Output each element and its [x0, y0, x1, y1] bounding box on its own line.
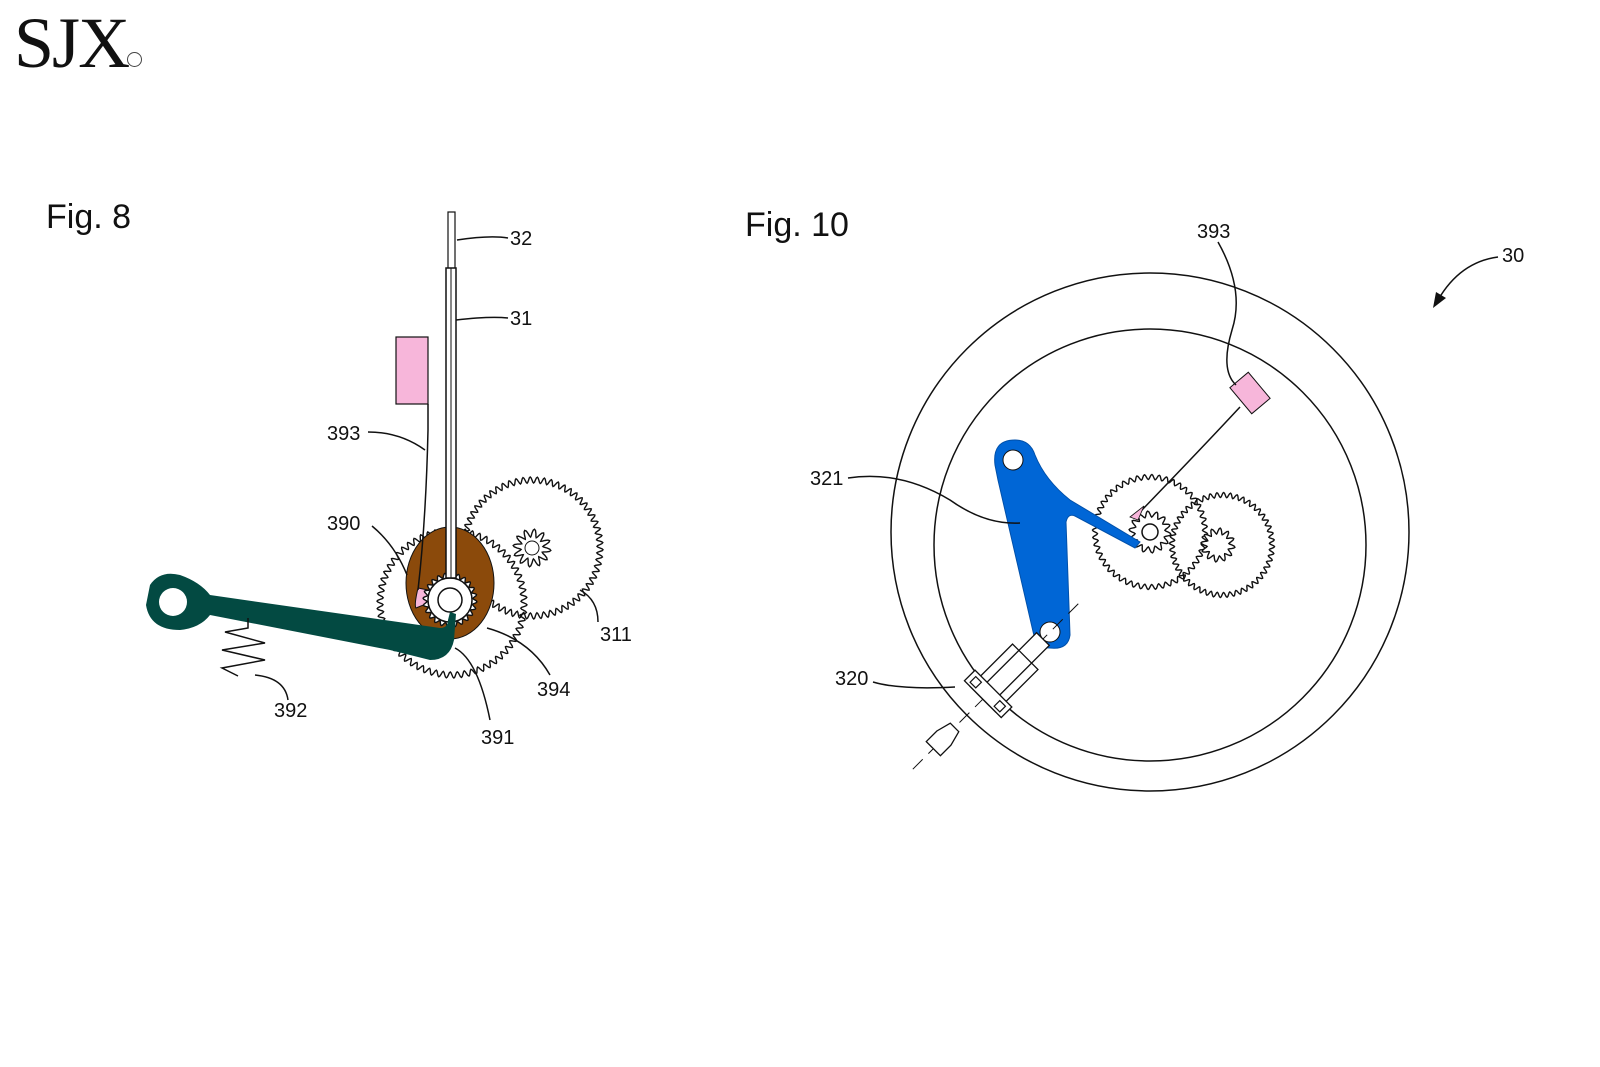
stem-square — [993, 699, 1007, 713]
crown — [925, 722, 960, 757]
sjx-logo: SJX — [14, 2, 130, 85]
crown-stem-320 — [911, 603, 1079, 771]
figure-8: Fig. 8 32 31 393 390 311 394 392 391 — [46, 198, 632, 749]
arrow-head-icon — [1433, 292, 1446, 308]
label-391: 391 — [481, 727, 514, 749]
hand-32 — [447, 211, 456, 273]
label-392: 392 — [274, 700, 307, 722]
leader-393 — [1217, 241, 1237, 386]
leader-391 — [454, 647, 491, 721]
leader-30 — [1437, 256, 1499, 301]
leader-31 — [455, 316, 509, 321]
leader-394 — [486, 627, 551, 676]
leader-32 — [456, 236, 509, 241]
arbor-hole — [524, 540, 540, 556]
leader-321 — [847, 475, 1021, 524]
pink-block-393 — [1229, 371, 1271, 415]
case-outer-circle — [890, 272, 1410, 792]
pink-finger — [1129, 505, 1145, 521]
lever-321 — [994, 439, 1141, 649]
arbor-hole — [437, 587, 463, 613]
fig8-gears — [376, 476, 604, 679]
lever-pivot-hole — [1002, 449, 1024, 471]
gear-right — [1168, 491, 1276, 599]
label-390: 390 — [327, 513, 360, 535]
label-320: 320 — [835, 668, 868, 690]
label-394: 394 — [537, 679, 570, 701]
lever-391 — [146, 573, 456, 660]
lever-pivot-hole — [159, 588, 187, 616]
leader-393 — [367, 431, 426, 451]
leader-311 — [579, 589, 599, 623]
label-311: 311 — [600, 624, 632, 646]
center-arbor — [1141, 523, 1159, 541]
leader-390 — [371, 525, 408, 576]
spring-392 — [219, 618, 266, 677]
pink-block-393 — [395, 336, 429, 405]
label-30: 30 — [1502, 245, 1524, 267]
logo-dot-icon — [127, 52, 142, 67]
logo-text: SJX — [14, 3, 130, 83]
pinion-right — [1200, 527, 1236, 563]
fig8-title: Fig. 8 — [46, 198, 131, 236]
label-321: 321 — [810, 468, 843, 490]
leader-392 — [254, 674, 289, 701]
label-393: 393 — [1197, 221, 1230, 243]
gear-large — [376, 527, 528, 679]
spring-arm-393 — [1139, 406, 1241, 513]
stem-square — [969, 675, 983, 689]
figure-10: Fig. 10 393 30 321 — [745, 206, 1524, 792]
label-32: 32 — [510, 228, 532, 250]
leader-320 — [872, 681, 956, 689]
fig10-title: Fig. 10 — [745, 206, 849, 244]
label-31: 31 — [510, 308, 532, 330]
spring-arm-393 — [417, 404, 429, 591]
gear-center — [1091, 473, 1209, 591]
label-393: 393 — [327, 423, 360, 445]
movement-inner-circle — [933, 328, 1367, 762]
